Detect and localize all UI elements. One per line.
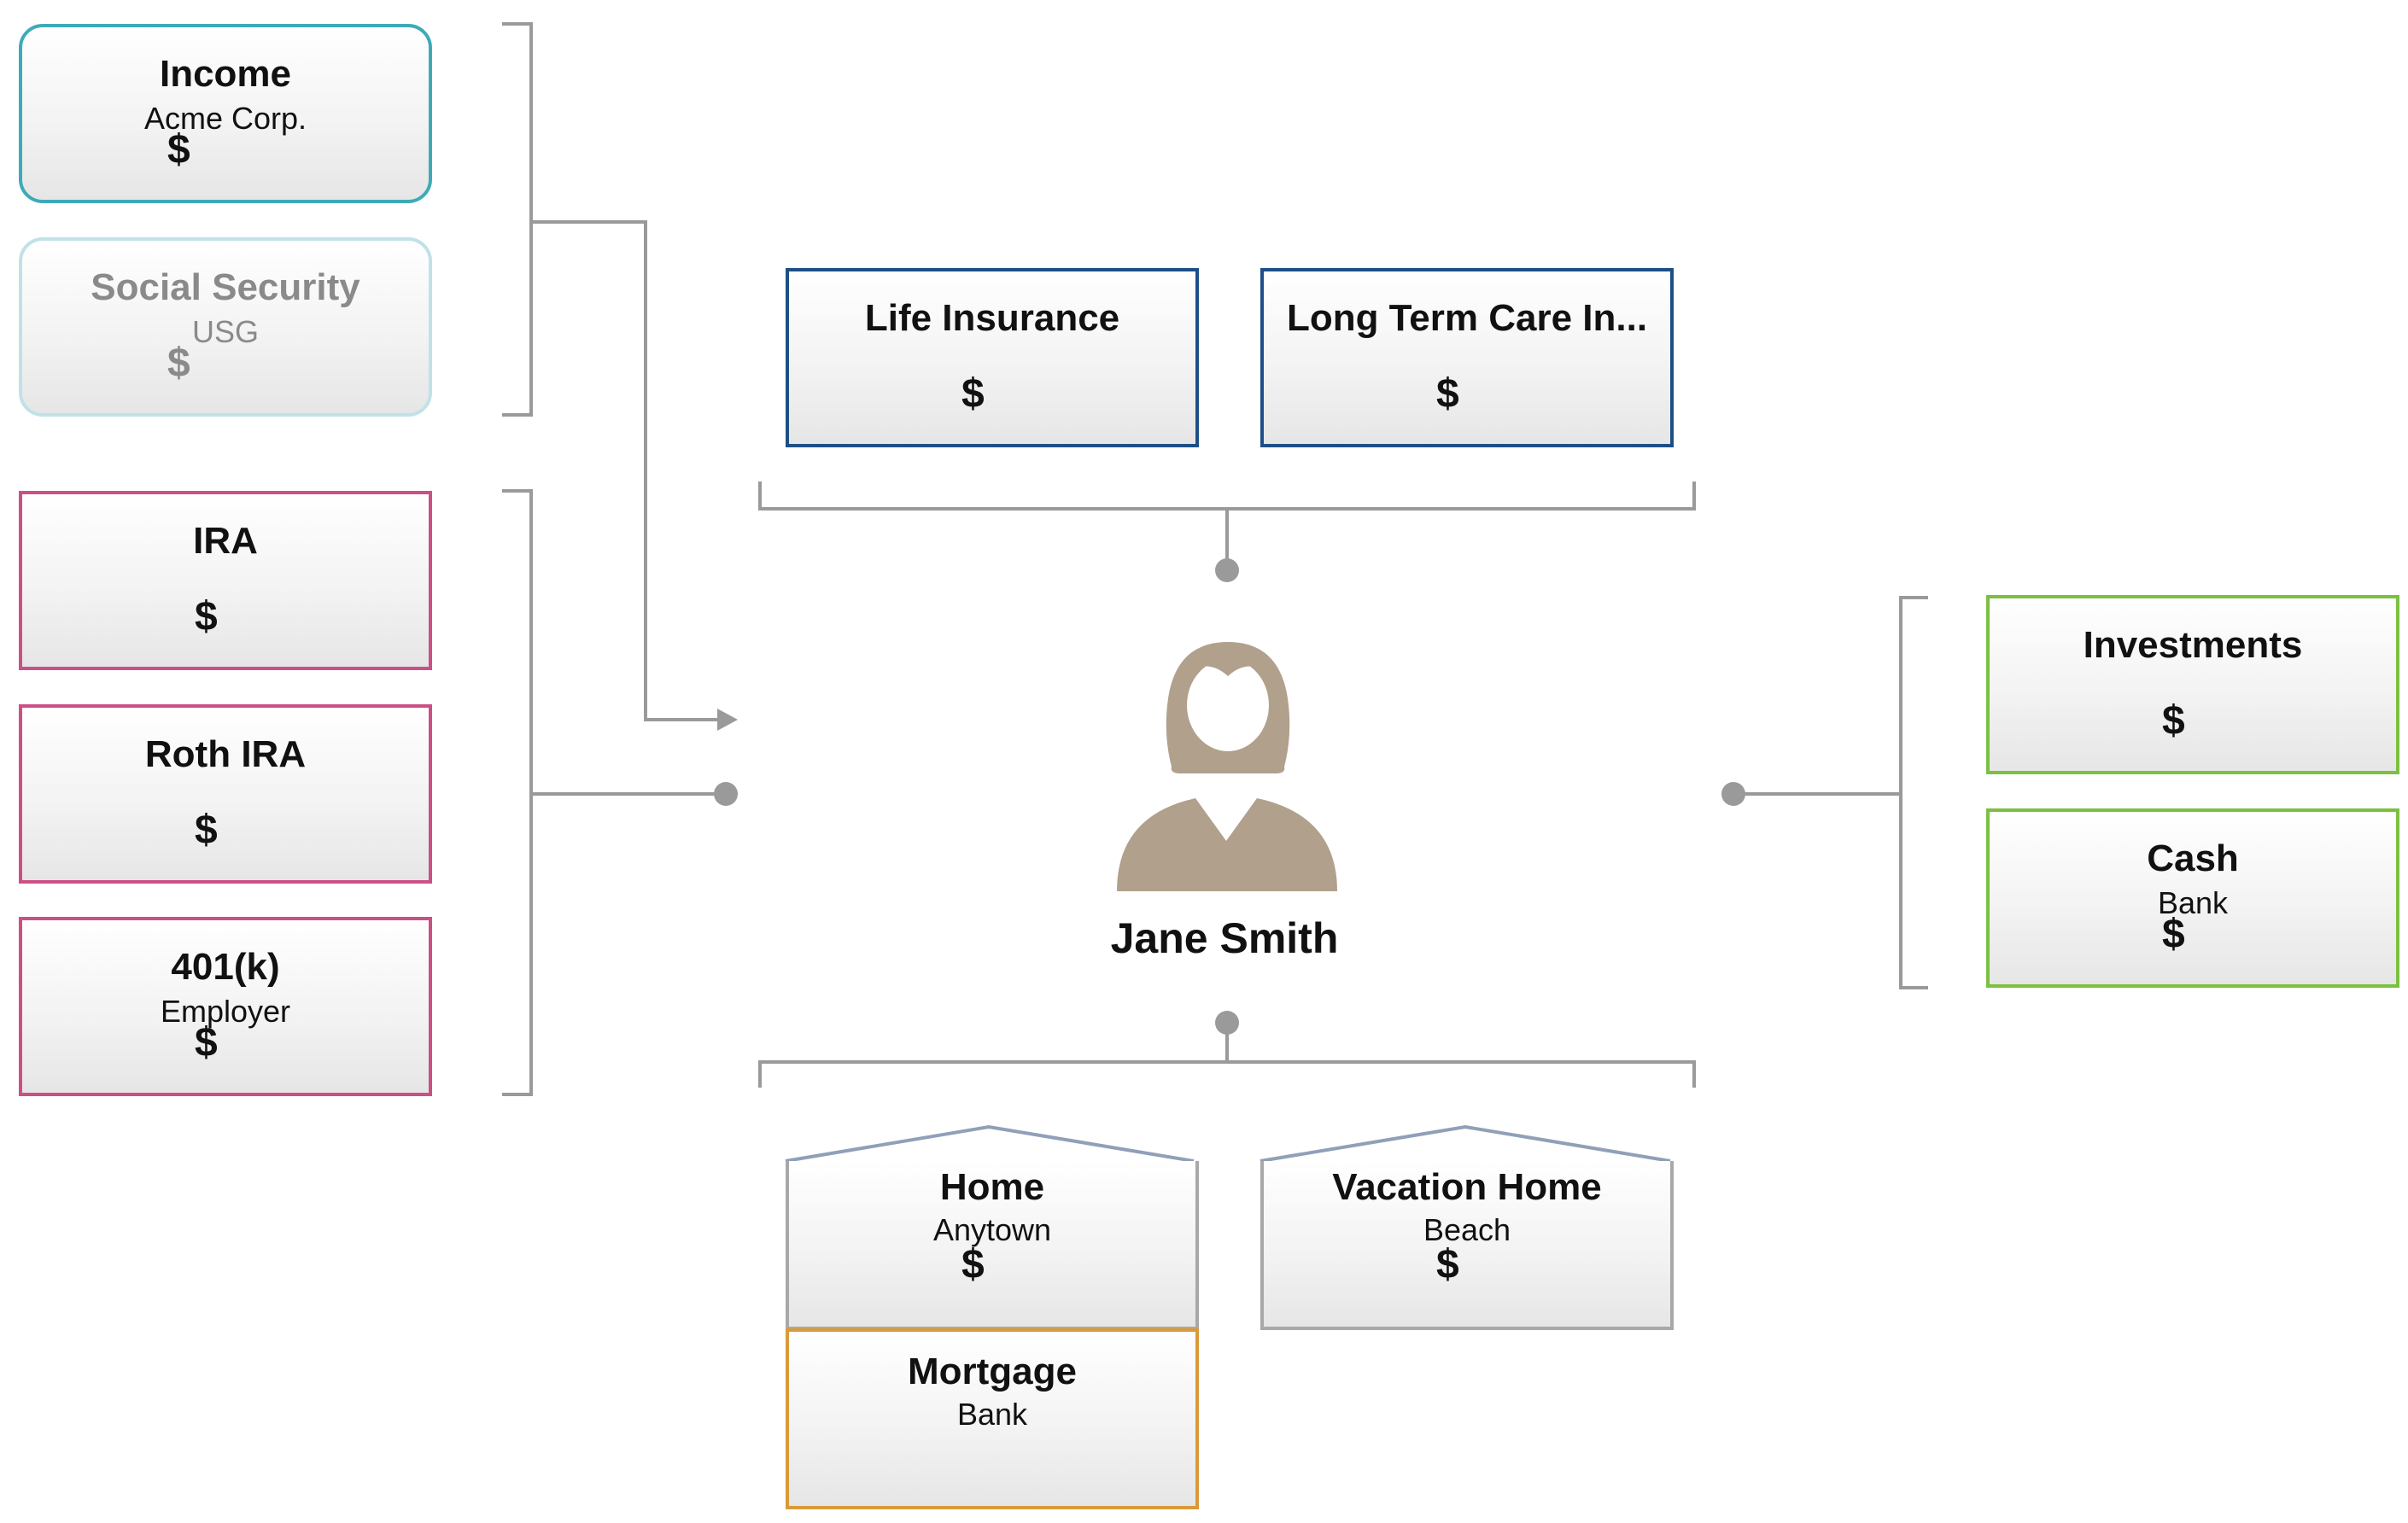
connector-dot-investments (1721, 782, 1745, 806)
vacation-home-amount: $ (1436, 1242, 1459, 1287)
roth-ira-amount: $ (195, 808, 218, 853)
roth-ira-card[interactable]: Roth IRA $ (19, 704, 432, 884)
income-title: Income (159, 53, 292, 95)
social-security-card[interactable]: Social Security USG $ (19, 237, 432, 417)
connector-dot-property (1215, 1011, 1239, 1035)
cash-amount: $ (2162, 912, 2185, 957)
ira-amount: $ (195, 594, 218, 639)
life-insurance-amount: $ (961, 371, 985, 417)
cash-card[interactable]: Cash Bank $ (1986, 808, 2399, 988)
vacation-home-card[interactable]: Vacation Home Beach $ (1260, 1161, 1674, 1330)
401k-title: 401(k) (171, 946, 280, 988)
investments-amount: $ (2162, 698, 2185, 744)
401k-subtitle: Employer (160, 994, 291, 1029)
home-amount: $ (961, 1242, 985, 1287)
life-insurance-title: Life Insurance (864, 297, 1120, 339)
investments-title: Investments (2083, 624, 2303, 666)
person-female-icon (1117, 642, 1337, 891)
life-insurance-card[interactable]: Life Insurance $ (786, 268, 1199, 447)
long-term-care-amount: $ (1436, 371, 1459, 417)
long-term-care-card[interactable]: Long Term Care In... $ (1260, 268, 1674, 447)
401k-amount: $ (195, 1020, 218, 1065)
mortgage-title: Mortgage (908, 1351, 1077, 1392)
connector-dot-insurance (1215, 558, 1239, 582)
cash-title: Cash (2147, 837, 2239, 879)
connector-dot-retirement (714, 782, 738, 806)
vacation-home-subtitle: Beach (1423, 1212, 1511, 1247)
social-security-title: Social Security (91, 266, 360, 308)
ira-card[interactable]: IRA $ (19, 491, 432, 670)
401k-card[interactable]: 401(k) Employer $ (19, 917, 432, 1096)
person-name: Jane Smith (1110, 914, 1339, 962)
cash-subtitle: Bank (2157, 885, 2229, 920)
roth-ira-title: Roth IRA (144, 733, 307, 775)
home-subtitle: Anytown (932, 1212, 1052, 1247)
ira-title: IRA (193, 520, 258, 562)
investments-card[interactable]: Investments $ (1986, 595, 2399, 774)
home-title: Home (939, 1166, 1045, 1208)
arrow-head (717, 709, 738, 731)
income-card[interactable]: Income Acme Corp. $ (19, 24, 432, 203)
home-card[interactable]: Home Anytown $ (786, 1161, 1199, 1330)
long-term-care-title: Long Term Care In... (1286, 297, 1648, 339)
social-security-subtitle: USG (191, 314, 259, 349)
income-subtitle: Acme Corp. (143, 101, 307, 136)
vacation-home-title: Vacation Home (1332, 1166, 1602, 1208)
income-amount: $ (167, 127, 190, 172)
mortgage-subtitle: Bank (956, 1397, 1028, 1432)
mortgage-card[interactable]: Mortgage Bank (786, 1328, 1199, 1509)
social-security-amount: $ (167, 341, 190, 386)
